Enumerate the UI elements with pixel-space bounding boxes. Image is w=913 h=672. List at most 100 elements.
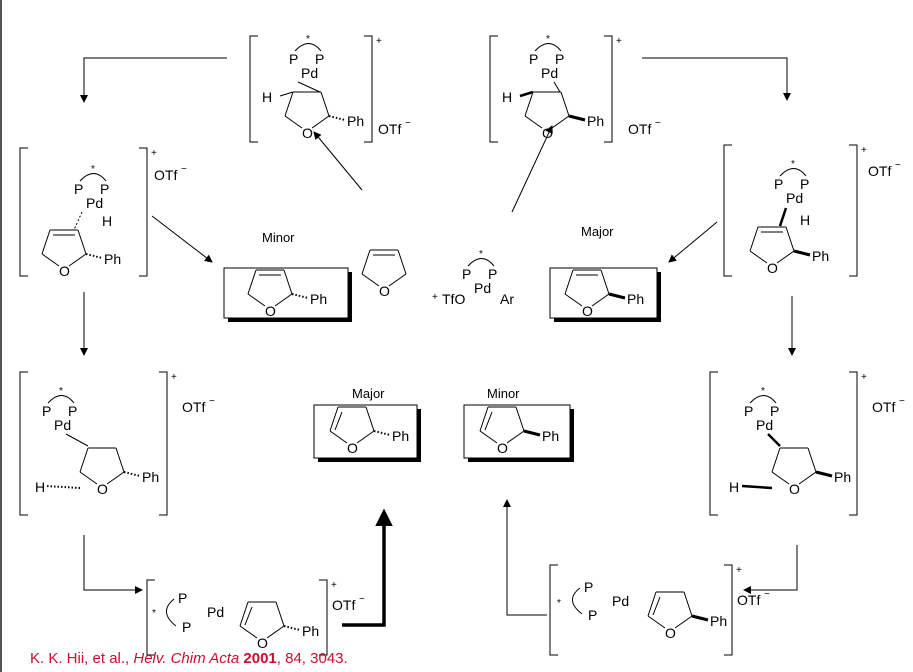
wedge-bond <box>568 114 586 122</box>
arrow-to-left-mid <box>80 57 227 103</box>
wedge-bond <box>691 614 709 622</box>
triflate-minus: − <box>764 589 770 600</box>
triflate-label: OTf <box>868 163 891 179</box>
ligand-backbone <box>47 395 75 404</box>
ring-bond <box>749 250 768 264</box>
ring-bond <box>397 249 407 275</box>
ring-bond <box>115 447 125 473</box>
hydrogen-label: H <box>502 89 512 105</box>
phosphorus-label: P <box>744 403 753 419</box>
wedge-bond <box>793 249 811 257</box>
palladium-label: Pd <box>474 280 491 296</box>
phosphorus-label: P <box>100 181 109 197</box>
charge-plus: + <box>151 148 157 159</box>
hydrogen-label: H <box>102 213 112 229</box>
intermediate-bottom-left-left-bracket <box>146 579 155 656</box>
bond <box>65 433 89 447</box>
chiral-star: * <box>546 34 550 45</box>
triflate-minus: − <box>405 118 411 129</box>
ligand-backbone <box>79 173 107 182</box>
phenyl-label: Ph <box>587 113 604 129</box>
ring-bond <box>274 293 293 307</box>
intermediate-top-right-left-bracket <box>489 35 498 143</box>
product-minor-center-label: Minor <box>487 386 520 401</box>
bond <box>297 81 321 93</box>
double-bond <box>652 596 661 616</box>
phenyl-label: Ph <box>310 291 327 307</box>
phosphorus-label: P <box>74 181 83 197</box>
phosphorus-label: P <box>68 403 77 419</box>
ring-bond <box>284 115 303 129</box>
arrow-to-minor-product <box>503 499 547 616</box>
palladium-label: Pd <box>301 65 318 81</box>
ring-bond <box>239 601 249 627</box>
ring-bond <box>79 471 98 485</box>
ligand-backbone <box>779 168 807 177</box>
citation-journal: Helv. Chim Acta <box>133 650 240 667</box>
intermediate-top-left-right-bracket <box>364 35 373 143</box>
product-major-right-label: Major <box>581 224 614 239</box>
ring-bond <box>479 406 489 432</box>
hashed-bond <box>45 485 81 489</box>
pi-bond <box>778 207 788 227</box>
phenyl-label: Ph <box>710 613 727 629</box>
ring-bond <box>329 430 348 444</box>
bond <box>741 484 773 490</box>
product-major-center-label: Major <box>352 386 385 401</box>
ring-bond <box>247 293 266 307</box>
hydrogen-label: H <box>262 89 272 105</box>
ligand-backbone <box>467 258 495 267</box>
chiral-star: * <box>761 386 765 397</box>
plus-sign: + <box>432 292 438 303</box>
chiral-star: * <box>152 608 156 619</box>
ring-bond <box>41 229 51 255</box>
citation: K. K. Hii, et al., Helv. Chim Acta 2001,… <box>30 650 348 667</box>
ring-bond <box>674 615 693 629</box>
triflate-minus: − <box>655 118 661 129</box>
bond <box>279 91 294 97</box>
hashed-bond <box>373 430 391 436</box>
phosphorus-label: P <box>462 266 471 282</box>
phosphorus-label: P <box>529 51 538 67</box>
ring-bond <box>551 115 570 129</box>
ring-bond <box>807 447 817 473</box>
phosphorus-label: P <box>289 51 298 67</box>
phenyl-label: Ph <box>392 428 409 444</box>
triflate-ligand-label: TfO <box>442 291 465 307</box>
ring-bond <box>247 269 257 295</box>
triflate-minus: − <box>359 594 365 605</box>
citation-authors: K. K. Hii, et al., <box>30 650 130 667</box>
double-bond <box>334 411 343 431</box>
ring-bond <box>68 253 87 267</box>
ligand-backbone <box>294 43 322 52</box>
ring-bond <box>506 430 525 444</box>
wedge-bond <box>608 292 626 300</box>
palladium-label: Pd <box>541 65 558 81</box>
ring-bond <box>524 91 534 117</box>
charge-plus: + <box>861 372 867 383</box>
oxygen-label: O <box>582 303 593 319</box>
palladium-label: Pd <box>756 417 773 433</box>
phenyl-label: Ph <box>142 469 159 485</box>
arrow-to-top-right <box>511 125 553 213</box>
ring-bond <box>266 625 285 639</box>
oxygen-label: O <box>257 635 268 651</box>
ring-bond <box>591 293 610 307</box>
intermediate-right-low-right-bracket <box>849 371 858 516</box>
intermediate-left-low-left-bracket <box>19 371 28 516</box>
bond <box>519 90 534 98</box>
oxygen-label: O <box>347 440 358 456</box>
ring-bond <box>239 625 258 639</box>
hydrogen-label: H <box>729 479 739 495</box>
ring-bond <box>771 471 790 485</box>
ring-bond <box>564 293 583 307</box>
ring-bond <box>749 226 759 252</box>
hashed-bond <box>123 471 141 477</box>
hydrogen-label: H <box>35 479 45 495</box>
ring-bond <box>275 601 285 627</box>
phosphorus-label: P <box>178 590 187 606</box>
bond <box>553 81 561 93</box>
ring-bond <box>361 249 371 275</box>
chiral-star: * <box>791 159 795 170</box>
